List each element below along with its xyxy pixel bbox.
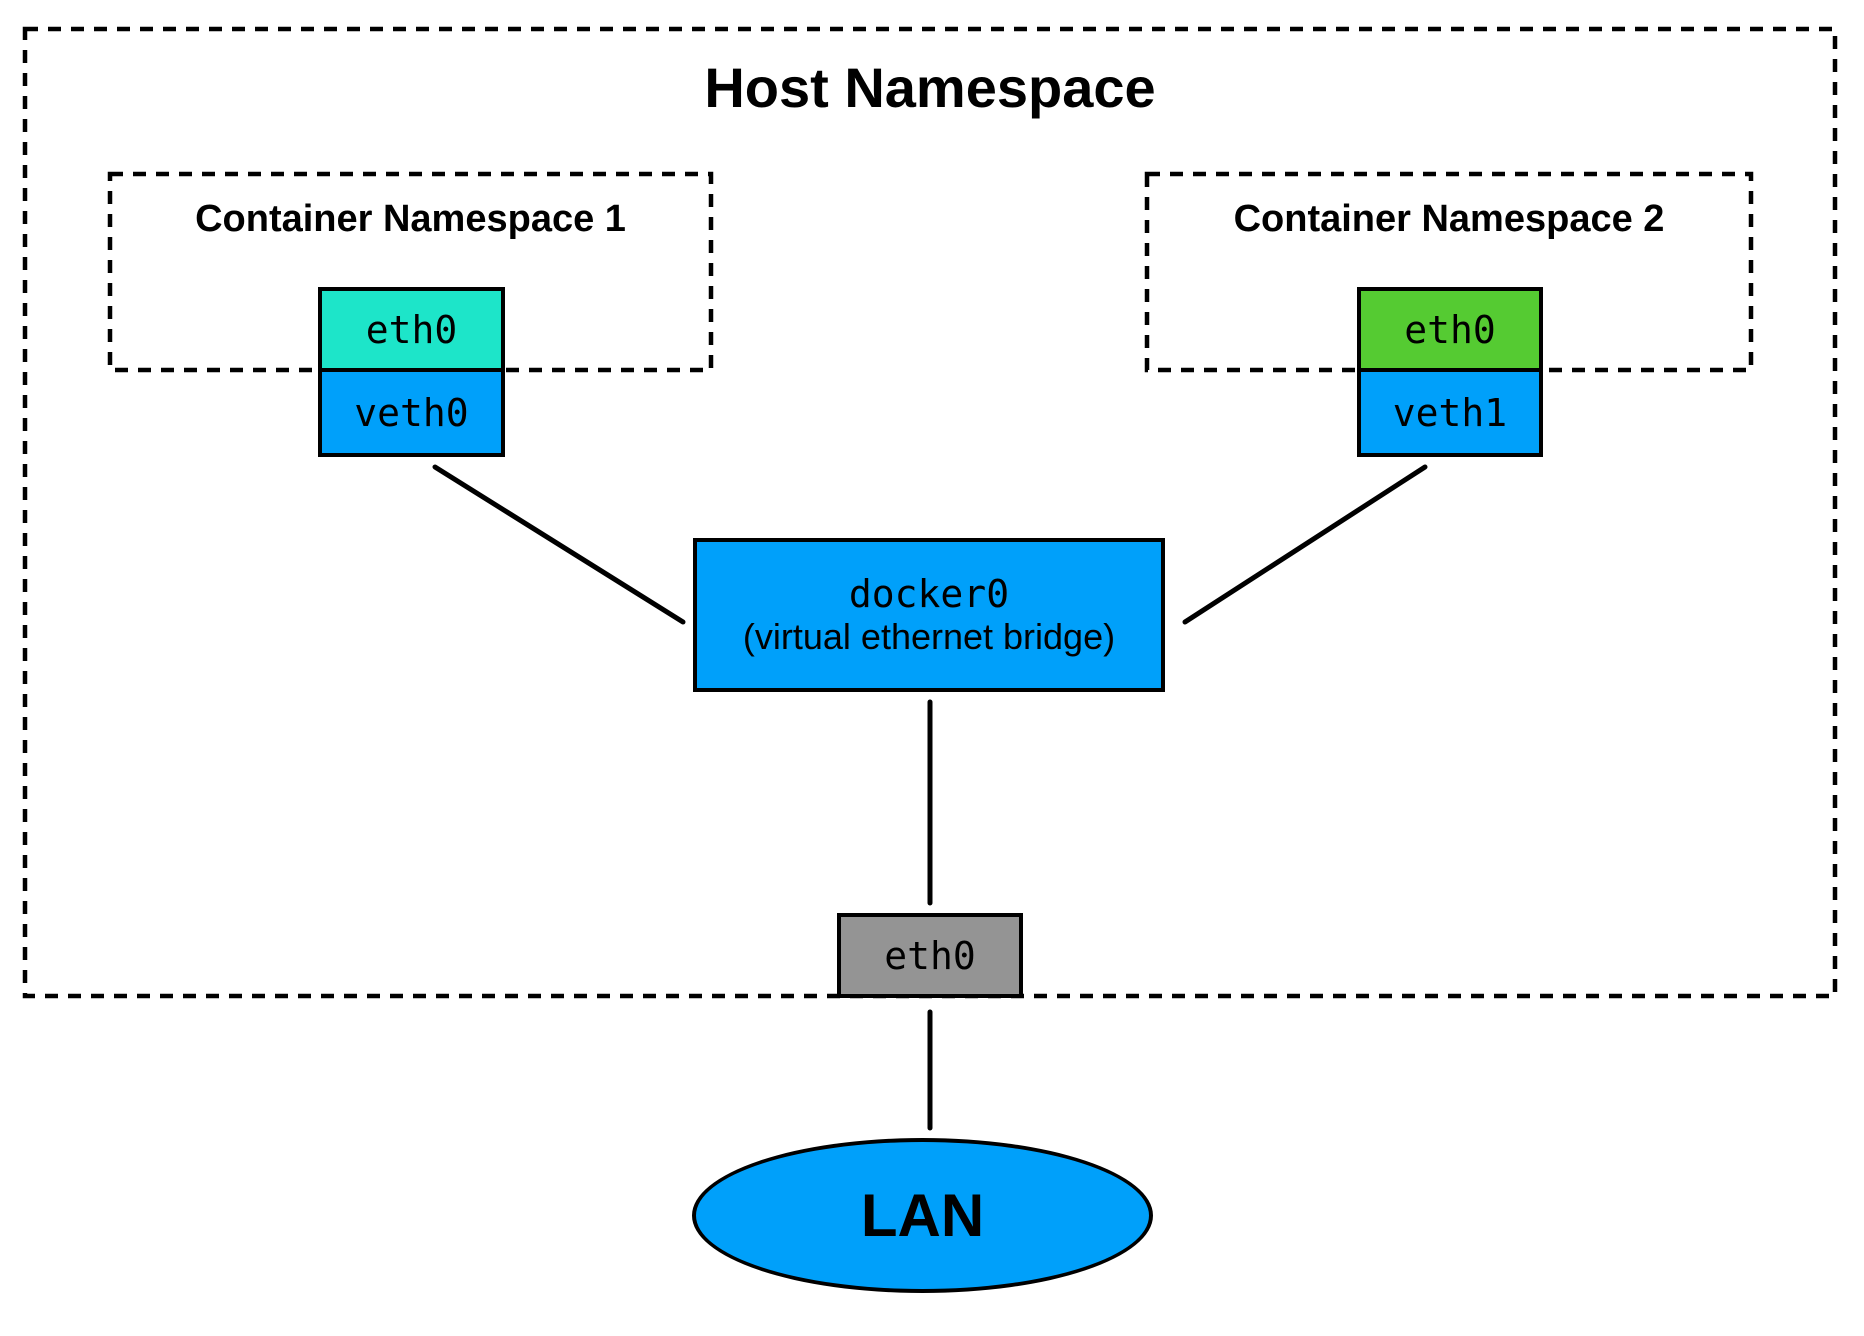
- edge-veth1-docker0: [1182, 464, 1428, 625]
- container1-eth0-box: eth0: [318, 287, 505, 372]
- container-namespace-2-dashed-border: [1144, 171, 1754, 373]
- host-eth0-box: eth0: [837, 913, 1023, 998]
- veth0-label: veth0: [354, 390, 469, 435]
- docker0-note: (virtual ethernet bridge): [742, 616, 1116, 657]
- lan-ellipse: LAN: [692, 1138, 1153, 1293]
- host-eth0-label: eth0: [884, 933, 976, 978]
- container-namespace-2-label: Container Namespace 2: [1233, 198, 1665, 240]
- docker0-bridge-box: docker0 (virtual ethernet bridge): [693, 538, 1165, 692]
- veth1-label: veth1: [1392, 390, 1508, 435]
- host-namespace-title: Host Namespace: [704, 56, 1156, 119]
- veth0-box: veth0: [318, 368, 505, 457]
- veth1-box: veth1: [1357, 368, 1543, 457]
- edge-veth0-docker0: [432, 464, 686, 625]
- container-namespace-1-label: Container Namespace 1: [195, 198, 626, 240]
- container2-eth0-box: eth0: [1357, 287, 1543, 372]
- docker0-name: docker0: [848, 572, 1010, 616]
- container-namespace-1-dashed-border: [107, 171, 714, 373]
- container1-eth0-label: eth0: [365, 307, 458, 352]
- container2-eth0-label: eth0: [1404, 307, 1496, 352]
- lan-label: LAN: [860, 1182, 985, 1249]
